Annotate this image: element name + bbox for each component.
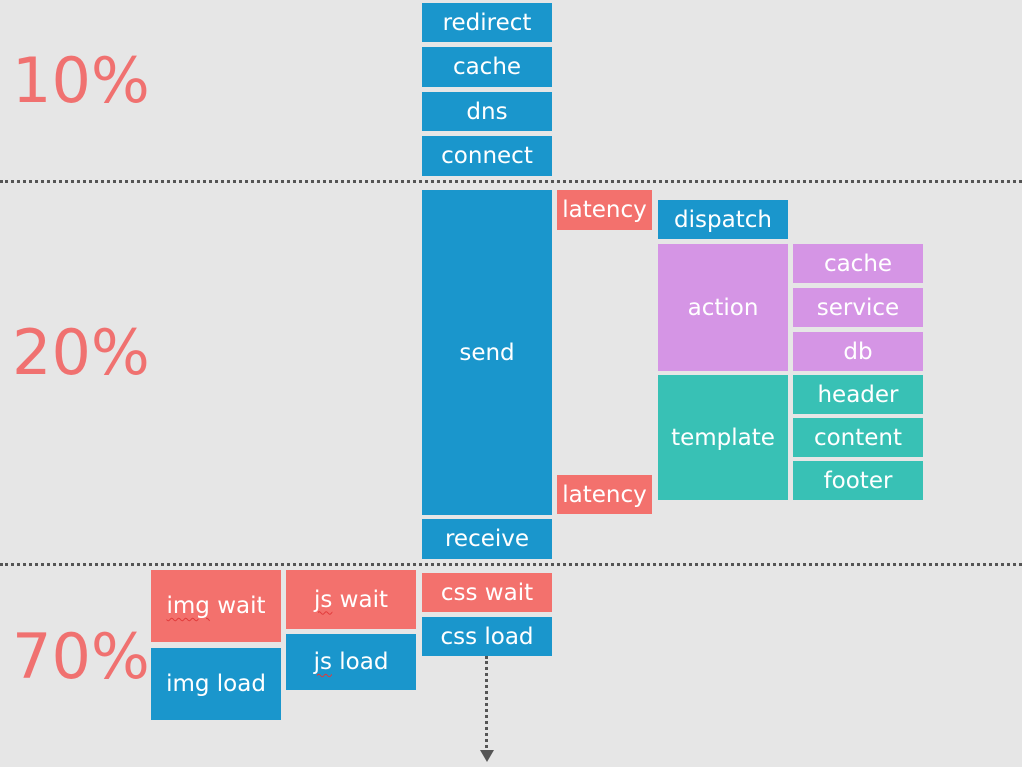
template-content-label: content bbox=[813, 424, 903, 451]
js-wait-label: js wait bbox=[314, 587, 388, 613]
action-db-label: db bbox=[843, 338, 873, 365]
divider-bottom bbox=[0, 563, 1022, 566]
css-wait-label: css wait bbox=[440, 579, 534, 606]
js-wait-box: js wait bbox=[286, 570, 416, 629]
template-header-box: header bbox=[793, 375, 923, 414]
latency-top-label: latency bbox=[562, 197, 647, 223]
js-wait-rest: wait bbox=[332, 586, 388, 613]
template-label: template bbox=[671, 424, 775, 451]
img-load-label: img load bbox=[166, 671, 266, 697]
js-wait-word: js bbox=[314, 586, 333, 613]
dispatch-box: dispatch bbox=[658, 200, 788, 239]
action-cache-box: cache bbox=[793, 244, 923, 283]
css-load-box: css load bbox=[422, 617, 552, 656]
dns-box: dns bbox=[422, 92, 552, 131]
js-load-rest: load bbox=[331, 649, 389, 675]
redirect-label: redirect bbox=[442, 9, 532, 36]
cache-label: cache bbox=[452, 54, 522, 80]
action-db-box: db bbox=[793, 332, 923, 371]
timeline-arrow-icon bbox=[480, 750, 494, 762]
img-wait-rest: wait bbox=[209, 593, 266, 619]
dispatch-label: dispatch bbox=[674, 206, 772, 233]
latency-bottom-label: latency bbox=[562, 481, 647, 508]
css-wait-box: css wait bbox=[422, 573, 552, 612]
template-footer-label: footer bbox=[823, 467, 893, 494]
css-load-label: css load bbox=[440, 623, 534, 650]
connect-label: connect bbox=[441, 143, 533, 169]
section-70-percent-label: 70% bbox=[12, 620, 150, 693]
img-load-box: img load bbox=[151, 648, 281, 720]
template-content-box: content bbox=[793, 418, 923, 457]
latency-top-box: latency bbox=[557, 190, 652, 230]
template-box: template bbox=[658, 375, 788, 500]
action-box: action bbox=[658, 244, 788, 371]
cache-box: cache bbox=[422, 47, 552, 87]
send-box: send bbox=[422, 190, 552, 515]
js-load-box: js load bbox=[286, 634, 416, 690]
timeline-line bbox=[485, 656, 488, 748]
action-label: action bbox=[687, 294, 759, 321]
divider-top bbox=[0, 180, 1022, 183]
redirect-box: redirect bbox=[422, 3, 552, 42]
template-header-label: header bbox=[817, 381, 899, 408]
send-label: send bbox=[459, 339, 515, 366]
latency-bottom-box: latency bbox=[557, 475, 652, 514]
receive-label: receive bbox=[444, 526, 530, 552]
connect-box: connect bbox=[422, 136, 552, 176]
template-footer-box: footer bbox=[793, 461, 923, 500]
section-10-percent-label: 10% bbox=[12, 44, 150, 117]
img-wait-word: img bbox=[166, 593, 210, 619]
section-20-percent-label: 20% bbox=[12, 316, 150, 389]
receive-box: receive bbox=[422, 519, 552, 559]
img-wait-label: img wait bbox=[166, 593, 265, 619]
js-load-label: js load bbox=[314, 649, 389, 675]
js-load-word: js bbox=[313, 649, 332, 675]
img-wait-box: img wait bbox=[151, 570, 281, 642]
action-service-label: service bbox=[816, 294, 900, 321]
action-service-box: service bbox=[793, 288, 923, 327]
dns-label: dns bbox=[466, 98, 508, 125]
action-cache-label: cache bbox=[823, 250, 893, 277]
